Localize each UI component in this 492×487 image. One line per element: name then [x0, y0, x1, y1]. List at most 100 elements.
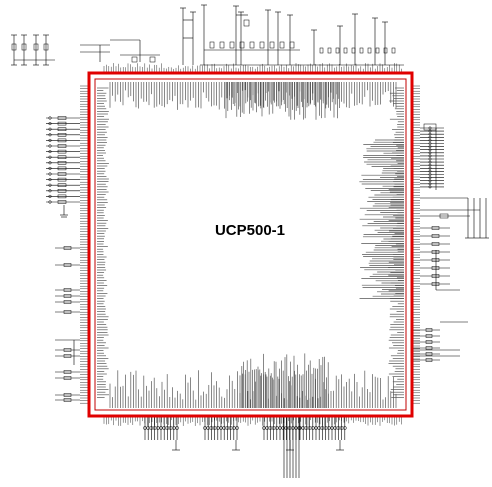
resistor — [439, 213, 449, 219]
bottom-connector — [342, 426, 347, 430]
capacitor — [367, 47, 372, 54]
capacitor — [43, 43, 49, 51]
resistor — [57, 155, 67, 159]
node — [428, 169, 432, 173]
bottom-connector — [235, 426, 239, 430]
component — [63, 376, 72, 380]
capacitor — [327, 47, 332, 54]
node — [428, 185, 432, 189]
node — [428, 166, 432, 170]
parts-layer — [11, 19, 449, 430]
node — [428, 132, 432, 136]
capacitor — [11, 43, 17, 51]
component — [431, 226, 440, 230]
component — [63, 398, 72, 402]
component — [63, 288, 72, 292]
component — [63, 354, 72, 358]
component — [425, 358, 433, 362]
capacitor — [383, 47, 388, 54]
resistor — [57, 127, 67, 131]
component — [431, 234, 440, 238]
resistor — [57, 177, 67, 182]
node — [428, 176, 432, 180]
component — [431, 274, 440, 278]
node — [48, 194, 52, 198]
resistor — [57, 194, 67, 199]
pin-layer — [80, 63, 420, 426]
capacitor — [335, 47, 340, 54]
component — [431, 266, 440, 270]
node — [48, 150, 52, 154]
node — [428, 182, 432, 186]
node — [428, 179, 432, 183]
node — [48, 127, 52, 131]
component — [423, 123, 437, 131]
capacitor — [359, 47, 364, 54]
node — [428, 145, 432, 149]
node — [48, 116, 52, 120]
node — [428, 157, 432, 161]
component — [425, 340, 433, 344]
component-outline-inner — [94, 78, 407, 411]
capacitor — [259, 41, 265, 49]
pin-label-layer — [97, 82, 404, 408]
node — [428, 138, 432, 142]
component — [63, 393, 72, 397]
capacitor — [319, 47, 324, 54]
capacitor — [33, 43, 39, 51]
component — [431, 242, 440, 246]
capacitor — [229, 41, 235, 49]
component — [63, 370, 72, 374]
node — [48, 166, 52, 170]
capacitor — [343, 47, 348, 54]
component — [425, 328, 433, 332]
capacitor — [289, 41, 295, 49]
component — [425, 334, 433, 338]
node — [48, 172, 52, 176]
component — [63, 348, 72, 352]
node — [48, 155, 52, 159]
component — [131, 56, 138, 63]
node — [48, 178, 52, 182]
component — [431, 258, 440, 262]
resistor — [57, 149, 67, 154]
node — [48, 189, 52, 193]
resistor — [57, 133, 67, 137]
component — [149, 56, 156, 63]
component — [431, 250, 440, 254]
node — [428, 173, 432, 176]
component — [63, 310, 72, 314]
resistor — [57, 161, 67, 165]
resistor — [57, 166, 67, 171]
capacitor — [269, 41, 275, 49]
resistor — [57, 200, 67, 204]
node — [48, 133, 52, 137]
capacitor — [219, 41, 225, 49]
resistor — [57, 183, 67, 187]
resistor — [57, 189, 67, 193]
resistor — [57, 121, 67, 126]
capacitor — [351, 47, 356, 54]
capacitor — [239, 41, 245, 49]
node — [48, 161, 52, 165]
component — [63, 246, 72, 250]
resistor — [57, 172, 67, 176]
capacitor — [391, 47, 396, 54]
node — [428, 126, 432, 130]
component-label: UCP500-1 — [214, 222, 286, 239]
resistor — [57, 116, 67, 120]
component — [431, 282, 440, 286]
node — [48, 200, 52, 204]
component — [63, 300, 72, 304]
node — [48, 144, 52, 148]
capacitor — [243, 19, 250, 27]
wire-layer — [11, 4, 489, 478]
node — [48, 122, 52, 126]
node — [428, 160, 432, 164]
resistor — [57, 138, 67, 143]
component — [425, 346, 433, 350]
node — [428, 142, 432, 145]
component-outline-outer[interactable] — [87, 71, 414, 418]
capacitor — [21, 43, 27, 51]
